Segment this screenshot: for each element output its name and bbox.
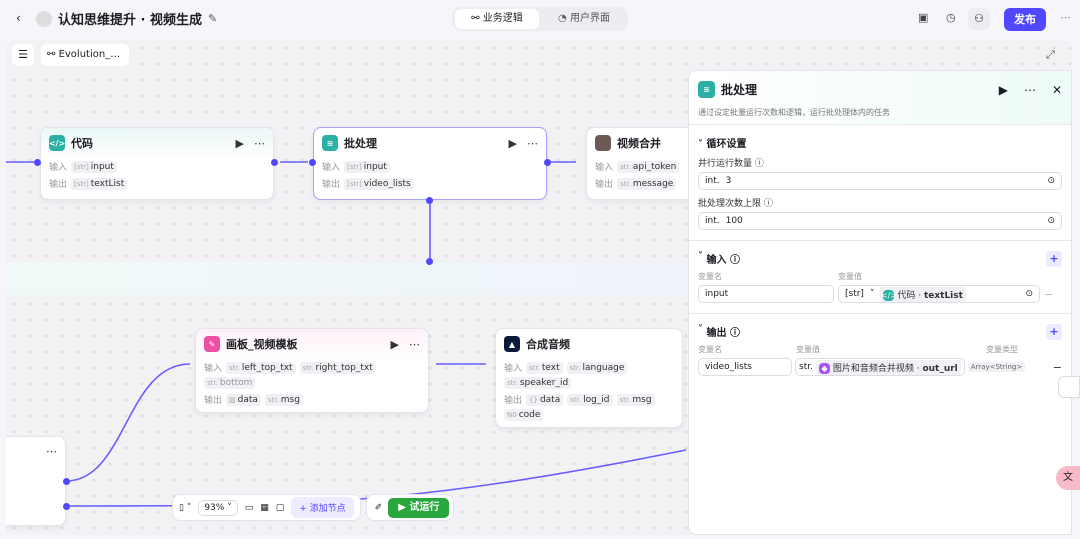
preview-icon[interactable]: ▣: [918, 11, 929, 24]
port[interactable]: [63, 478, 70, 485]
add-input-button[interactable]: +: [1046, 251, 1062, 267]
more-icon[interactable]: ⋯: [409, 337, 420, 351]
layers-icon: ≋: [322, 135, 338, 151]
history-icon[interactable]: ◷: [946, 11, 956, 24]
more-icon[interactable]: ⋯: [527, 136, 538, 150]
tab-business-logic[interactable]: ⚯ 业务逻辑: [455, 9, 539, 29]
edit-icon[interactable]: ✎: [208, 12, 218, 25]
layers-icon: ≋: [698, 81, 715, 98]
port[interactable]: [34, 159, 41, 166]
connections: [6, 161, 687, 507]
more-icon[interactable]: ⋯: [1060, 11, 1071, 24]
zoom-select[interactable]: 93% ˅: [198, 499, 238, 516]
translate-float-icon[interactable]: 文: [1056, 466, 1080, 490]
run-icon[interactable]: ▶: [235, 136, 244, 150]
view-tabs: ⚯ 业务逻辑 ◔ 用户界面: [452, 7, 628, 31]
node-code[interactable]: </>代码▶⋯ 输入[str]input 输出[str]textList: [40, 127, 274, 200]
audio-icon: ▲: [504, 336, 520, 352]
title-group: 认知思维提升 · 视频生成 ✎: [36, 9, 217, 28]
variable-ref-icon: ⊙: [1047, 176, 1055, 186]
add-node-button[interactable]: + 添加节点: [291, 497, 354, 518]
mouse-mode-icon[interactable]: ▯ ˅: [179, 502, 192, 513]
max-batch-input[interactable]: int.100⊙: [698, 212, 1062, 230]
app-avatar: [36, 10, 52, 27]
test-run-button[interactable]: ▶ 试运行: [388, 497, 450, 518]
input-var-name[interactable]: input: [698, 285, 834, 303]
chevron-down-icon[interactable]: ˅: [698, 324, 703, 335]
remove-icon[interactable]: −: [1052, 360, 1062, 374]
fullscreen-icon[interactable]: ⤢: [1046, 48, 1055, 61]
add-output-button[interactable]: +: [1046, 324, 1062, 340]
section-title: 循环设置: [706, 139, 747, 150]
edge: [65, 449, 687, 507]
run-icon[interactable]: ▶: [390, 337, 399, 351]
port[interactable]: [271, 159, 278, 166]
collaborator-icon[interactable]: ⚇: [968, 8, 990, 30]
edge: [65, 363, 191, 482]
top-bar: ‹ 认知思维提升 · 视频生成 ✎ ⚯ 业务逻辑 ◔ 用户界面 ▣ ◷ ⚇ 发布…: [0, 0, 1080, 38]
variable-ref-icon: ⊙: [1047, 216, 1055, 226]
node-batch[interactable]: ≋批处理▶⋯ 输入[str]input 输出[str]video_lists: [313, 127, 547, 200]
panel-description: 通过设定批量运行次数和逻辑，运行批处理体内的任务: [698, 108, 890, 117]
run-group: ✐ ▶ 试运行: [365, 494, 455, 521]
chevron-down-icon[interactable]: ˅: [698, 251, 703, 262]
debug-icon[interactable]: ✐: [374, 502, 383, 513]
more-icon[interactable]: ⋯: [46, 445, 57, 458]
port[interactable]: [426, 197, 433, 204]
parallel-count-input[interactable]: int.3⊙: [698, 172, 1062, 190]
run-icon[interactable]: ▶: [508, 136, 517, 150]
node-partial[interactable]: ⋯: [6, 436, 66, 526]
plugin-avatar-icon: [595, 135, 611, 151]
app-title: 认知思维提升 · 视频生成: [58, 13, 202, 28]
minimap-icon[interactable]: ▢: [275, 502, 285, 513]
run-icon[interactable]: ▶: [998, 82, 1008, 97]
more-icon[interactable]: ⋯: [1023, 82, 1036, 97]
back-icon[interactable]: ‹: [16, 11, 21, 25]
batch-settings-panel: ≋批处理▶⋯✕ 通过设定批量运行次数和逻辑，运行批处理体内的任务 ˅ 循环设置 …: [688, 70, 1072, 535]
output-var-value[interactable]: str.◆ 图片和音频合并视频 · out_url: [795, 358, 965, 376]
panel-title: 批处理: [721, 83, 758, 97]
comment-icon[interactable]: ▭: [244, 502, 254, 513]
board-icon: ✎: [204, 336, 220, 352]
publish-button[interactable]: 发布: [1004, 8, 1046, 31]
layout-icon[interactable]: ▦: [260, 502, 269, 513]
tab-user-interface[interactable]: ◔ 用户界面: [558, 13, 610, 24]
workflow-name[interactable]: ⚯ Evolution_…: [41, 44, 129, 66]
port[interactable]: [63, 503, 70, 510]
batch-body-port[interactable]: [426, 258, 433, 265]
sidebar-toggle-icon[interactable]: ☰: [12, 44, 34, 66]
port[interactable]: [309, 159, 316, 166]
port[interactable]: [544, 159, 551, 166]
code-icon: </>: [49, 135, 65, 151]
assistant-float-icon[interactable]: [1058, 376, 1080, 398]
remove-icon[interactable]: −: [1044, 287, 1054, 301]
var-type-badge: Array<String>: [967, 362, 1026, 372]
chevron-down-icon[interactable]: ˅: [698, 139, 703, 150]
canvas-toolbar: ▯ ˅ 93% ˅ ▭ ▦ ▢ + 添加节点: [172, 494, 361, 521]
input-var-value[interactable]: [str]˅</> 代码 · textList⊙: [838, 285, 1040, 303]
close-icon[interactable]: ✕: [1051, 82, 1062, 97]
more-icon[interactable]: ⋯: [254, 136, 265, 150]
output-var-name[interactable]: video_lists: [698, 358, 792, 376]
bottom-bar: ▯ ˅ 93% ˅ ▭ ▦ ▢ + 添加节点 ✐ ▶ 试运行: [172, 494, 455, 521]
